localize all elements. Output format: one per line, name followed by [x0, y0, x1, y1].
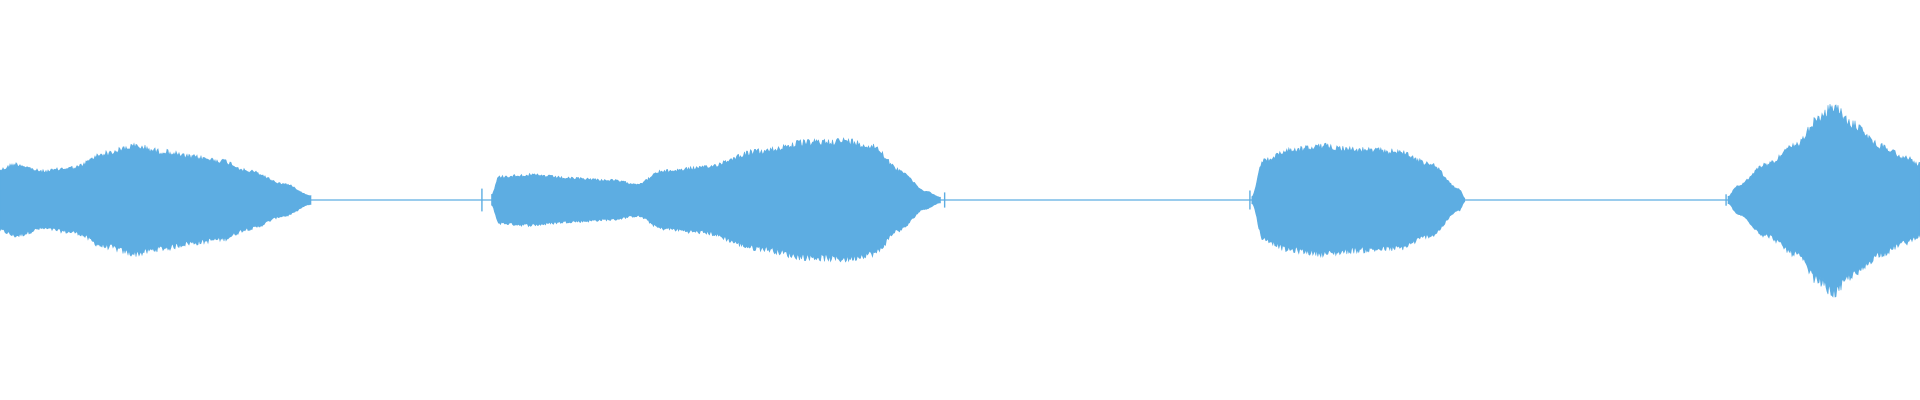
waveform-segment-3 [1251, 142, 1466, 258]
waveform-segment-1 [0, 142, 312, 257]
waveform-spikes [481, 188, 1727, 212]
waveform-segments [0, 103, 1920, 298]
waveform-segment-2 [491, 137, 941, 263]
waveform-segment-4 [1727, 103, 1920, 298]
